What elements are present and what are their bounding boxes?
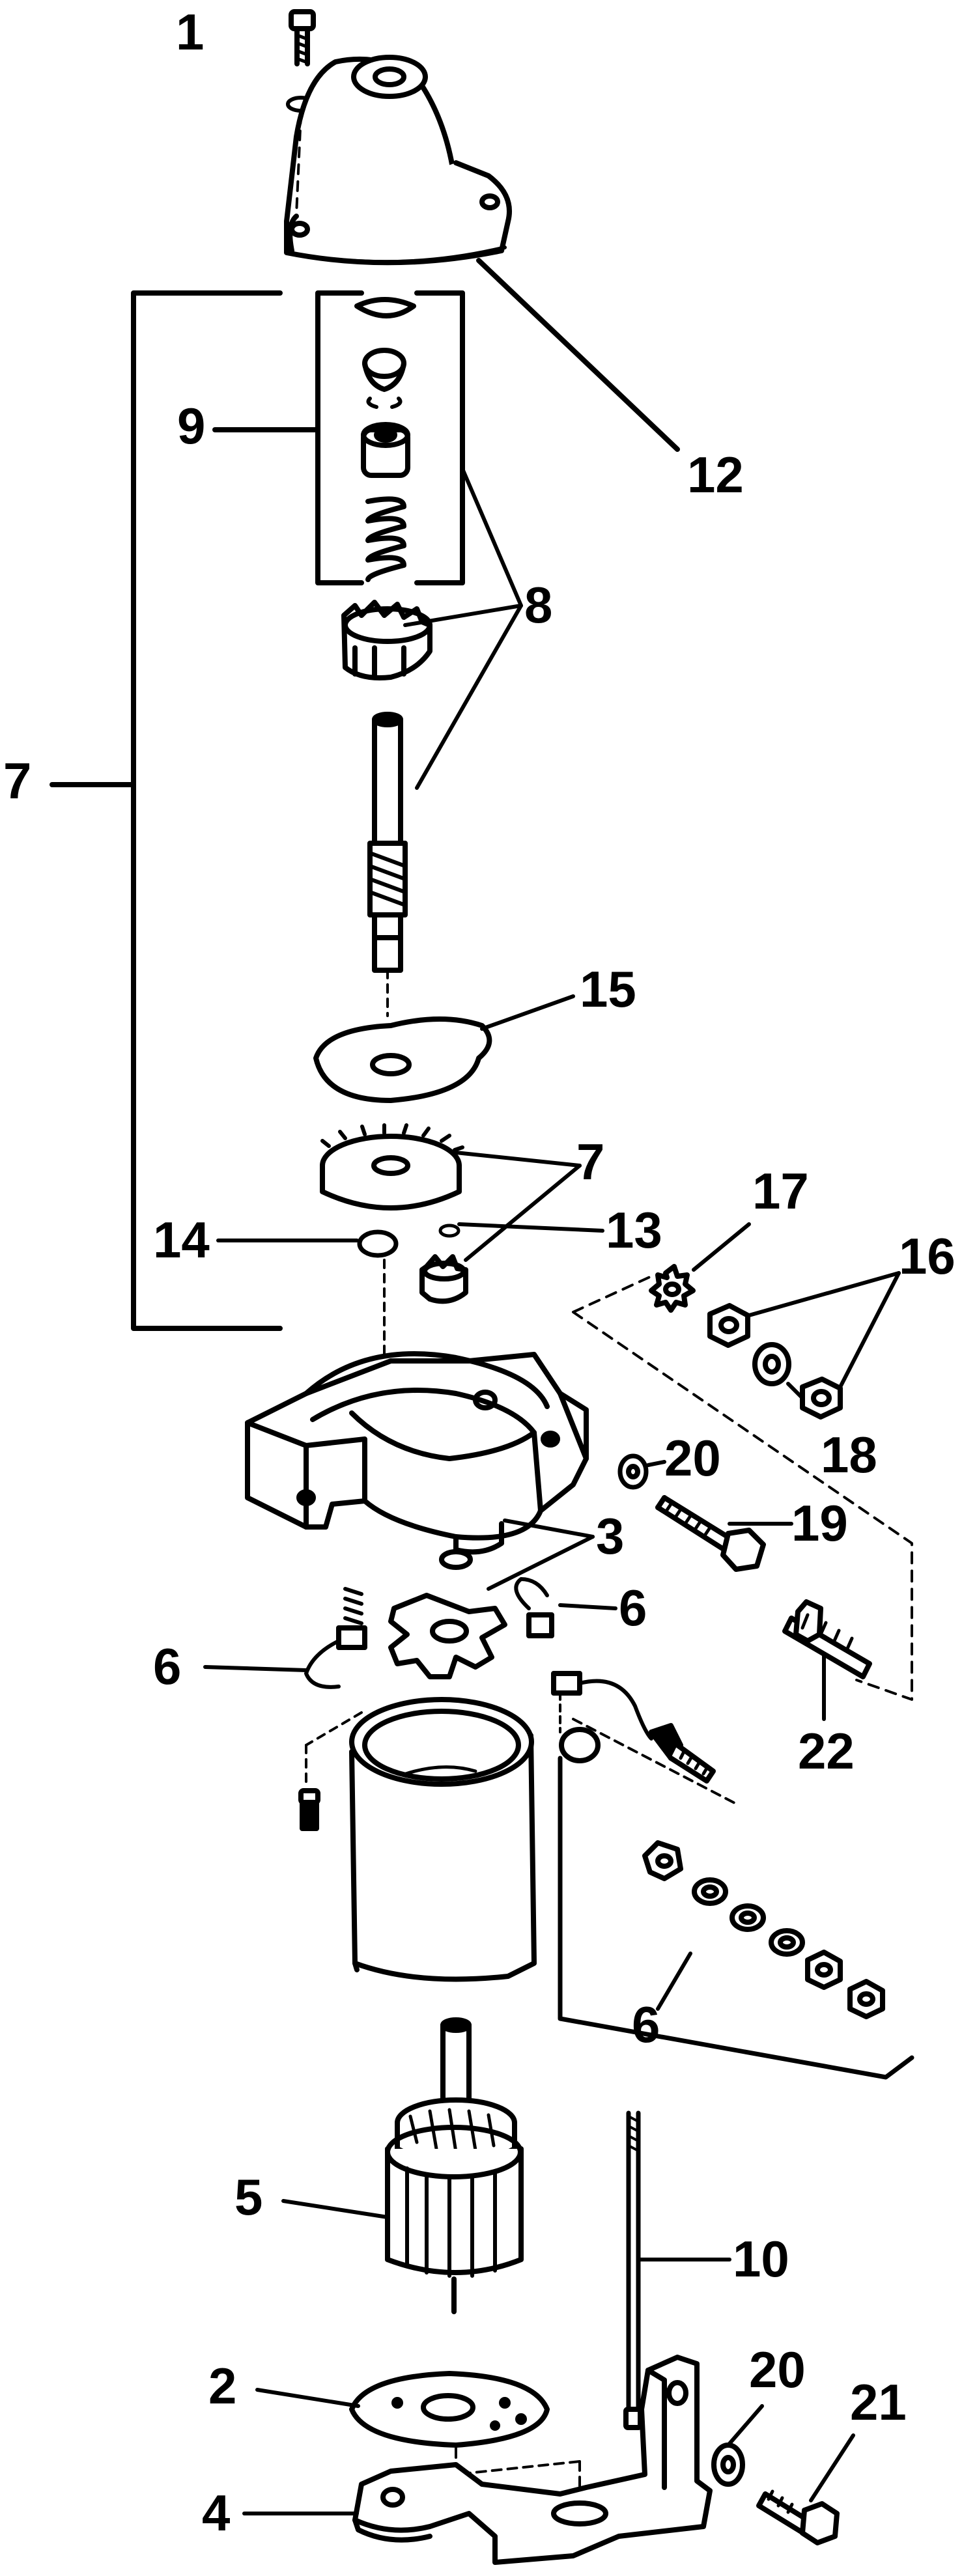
leader-3 [487,1519,595,1591]
callout-19: 19 [791,1494,848,1552]
part-6-lead-wire [551,1671,716,1784]
callout-8: 8 [524,576,553,634]
part-8-pinion [341,600,432,680]
part-8-shaft [367,712,408,1017]
part-16-nut-b [800,1377,843,1420]
leader-8 [403,467,523,790]
callout-7-bracket: 7 [3,752,32,809]
callout-6-right: 6 [619,1579,647,1636]
hardware-row [642,1840,885,2019]
part-14-washer [357,1229,399,1258]
leader-16 [747,1271,901,1389]
part-15-plate [313,994,575,1103]
leader-7b [454,1151,582,1262]
callout-13: 13 [606,1201,662,1259]
callout-15: 15 [580,960,636,1018]
part-12-drive-cap [284,55,680,452]
callout-6-left: 6 [153,1638,182,1695]
callout-4: 4 [202,2484,231,2541]
part-7-gear [320,1123,464,1211]
part-1-bolt [286,9,316,113]
callout-9: 9 [177,397,206,455]
callout-20-lower: 20 [749,2341,806,2398]
part-6-brush-plate [203,1577,617,1789]
part-5-armature [281,2017,524,2314]
part-3-frame [245,1351,589,1570]
part-7-small-pinion [419,1254,468,1304]
part-22-stud [782,1599,872,1721]
callout-7-gear: 7 [576,1133,605,1190]
callout-3: 3 [596,1507,625,1565]
bracket-7 [50,290,283,1331]
callout-14: 14 [153,1211,210,1268]
part-20-washer-b [711,2404,764,2487]
part-17-star-washer [649,1222,751,1313]
callout-1: 1 [176,3,205,61]
part-20-washer-a [617,1453,649,1490]
callout-2: 2 [208,2357,237,2415]
callout-5: 5 [234,2168,263,2226]
callout-12: 12 [687,446,744,503]
callout-21: 21 [850,2373,907,2431]
part-19-bolt [655,1495,793,1572]
bracket-9 [212,290,465,585]
callout-10: 10 [733,2230,789,2288]
part-21-bolt [756,2433,855,2545]
part-2-end-plate [255,2371,550,2448]
bracket-6-lower [558,1756,914,2080]
part-6-screw [298,1788,320,1831]
callout-18: 18 [821,1426,877,1483]
hardware-dashed-outline [572,1275,913,1701]
callout-20-upper: 20 [664,1429,721,1487]
callout-22: 22 [798,1722,855,1780]
part-field-frame [349,1697,537,1982]
callout-6-lower: 6 [632,1996,660,2053]
part-4-bracket [242,2355,713,2565]
callout-16: 16 [899,1227,956,1285]
part-16-nut-a [707,1303,750,1348]
callout-17: 17 [752,1162,809,1220]
